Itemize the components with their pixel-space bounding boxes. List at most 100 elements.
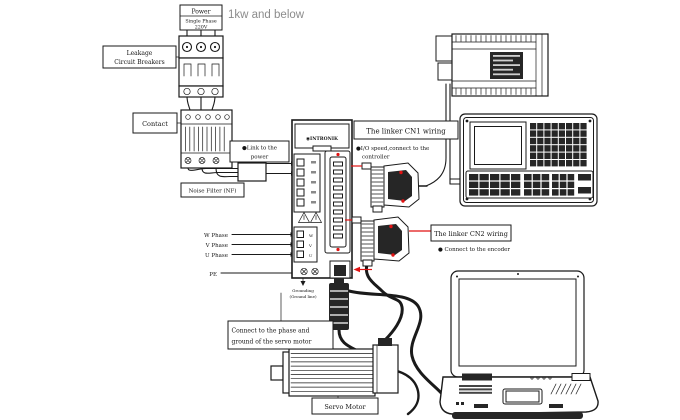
svg-text:controller: controller (362, 155, 390, 161)
cn-pin (333, 225, 343, 231)
contact-label: Contact (132, 112, 178, 134)
panel-key (558, 160, 565, 167)
panel-key (544, 152, 551, 159)
panel-key (551, 137, 558, 145)
panel-key (558, 152, 565, 159)
svg-text:Noise Filter (NF): Noise Filter (NF) (189, 188, 237, 195)
power-terminal (296, 198, 305, 207)
warning-icon (309, 211, 323, 223)
cn-pin (333, 161, 343, 167)
panel-key (558, 123, 565, 130)
keyboard-row (459, 391, 492, 394)
panel-key (580, 145, 587, 152)
motor-body (288, 348, 376, 397)
panel-keypad (530, 123, 587, 167)
panel-key (580, 152, 587, 159)
u-phase-label: U Phase (205, 253, 228, 259)
panel-key (558, 130, 565, 137)
plc-controller (435, 33, 549, 97)
cn-pin (333, 209, 343, 215)
devices: ◉INTRONIK ACD Series W V U (178, 33, 599, 419)
panel-key (500, 174, 510, 181)
panel-key (469, 181, 479, 188)
terminal-mark (311, 201, 316, 204)
panel-key (551, 152, 558, 159)
encoder-cable (365, 259, 404, 342)
panel-key (479, 174, 489, 181)
panel-key (530, 123, 537, 130)
panel-key (490, 181, 500, 188)
svg-text:Circuit Breakers: Circuit Breakers (114, 59, 164, 66)
panel-key (537, 160, 544, 167)
panel-key (530, 130, 537, 137)
panel-key (573, 123, 580, 130)
panel-key (544, 145, 551, 152)
terminal-u-label: U (309, 253, 313, 258)
svg-text:Leakage: Leakage (127, 50, 153, 57)
red-markers (336, 152, 431, 273)
warning-icon (297, 211, 311, 223)
plc-label-row (493, 73, 520, 76)
panel-key (567, 174, 575, 181)
drive-brand-logo: ◉INTRONIK (306, 136, 339, 142)
noise-filter (237, 162, 267, 182)
keyboard-row (459, 385, 492, 387)
panel-key (530, 145, 537, 152)
svg-text:Contact: Contact (142, 120, 168, 128)
noise-filter-label: Noise Filter (NF) (180, 182, 245, 198)
leakage-breakers-label: Leakage Circuit Breakers (102, 45, 177, 69)
svg-text:Servo Motor: Servo Motor (324, 403, 366, 411)
panel-key (537, 152, 544, 159)
panel-key (490, 189, 500, 196)
v-phase-label: V Phase (205, 243, 228, 249)
panel-key (551, 130, 558, 137)
panel-key (566, 123, 573, 130)
panel-key (573, 145, 580, 152)
panel-key (566, 145, 573, 152)
laptop-cable (347, 289, 445, 397)
terminal-mark (311, 171, 316, 174)
pe-label: PE (209, 272, 217, 278)
panel-key (532, 189, 541, 196)
power-terminal (296, 188, 305, 197)
panel-key (552, 189, 559, 196)
svg-text:Power: Power (192, 9, 211, 16)
page-title: 1kw and below (228, 9, 305, 21)
panel-key (530, 160, 537, 167)
panel-key (544, 160, 551, 167)
laptop (439, 270, 599, 419)
panel-key (537, 123, 544, 130)
grounding-label: Grounding (292, 288, 314, 293)
cn-pin (333, 177, 343, 183)
leakage-breaker (178, 35, 224, 98)
panel-key (573, 152, 580, 159)
panel-key (511, 189, 521, 196)
vent-line (575, 383, 582, 395)
panel-key (537, 130, 544, 137)
panel-key (541, 189, 550, 196)
svg-text:The linker CN2 wiring: The linker CN2 wiring (434, 230, 508, 238)
terminal-mark (311, 181, 316, 184)
plc-label-row (493, 55, 520, 57)
plc-label-row (493, 68, 513, 71)
power-terminal (296, 158, 305, 167)
cn-pin (333, 233, 343, 239)
panel-key (559, 189, 567, 196)
connect-motor-label: Connect to the phase and ground of the s… (227, 320, 334, 350)
panel-key (559, 174, 567, 181)
svg-text:(Ground line): (Ground line) (289, 294, 317, 299)
panel-key (580, 137, 587, 145)
panel-key (532, 181, 541, 188)
panel-key (537, 137, 544, 145)
motor-shaft (270, 365, 284, 381)
panel-key (530, 137, 537, 145)
motor-lead-cable (395, 369, 420, 416)
power-label: Power Single Phase 220V (179, 4, 223, 31)
panel-key (551, 123, 558, 130)
panel-key (500, 181, 510, 188)
panel-key (573, 130, 580, 137)
motor-terminal (296, 230, 304, 238)
w-phase-label: W Phase (204, 233, 228, 239)
svg-text:●I/O speed,connect to the: ●I/O speed,connect to the (356, 146, 429, 152)
